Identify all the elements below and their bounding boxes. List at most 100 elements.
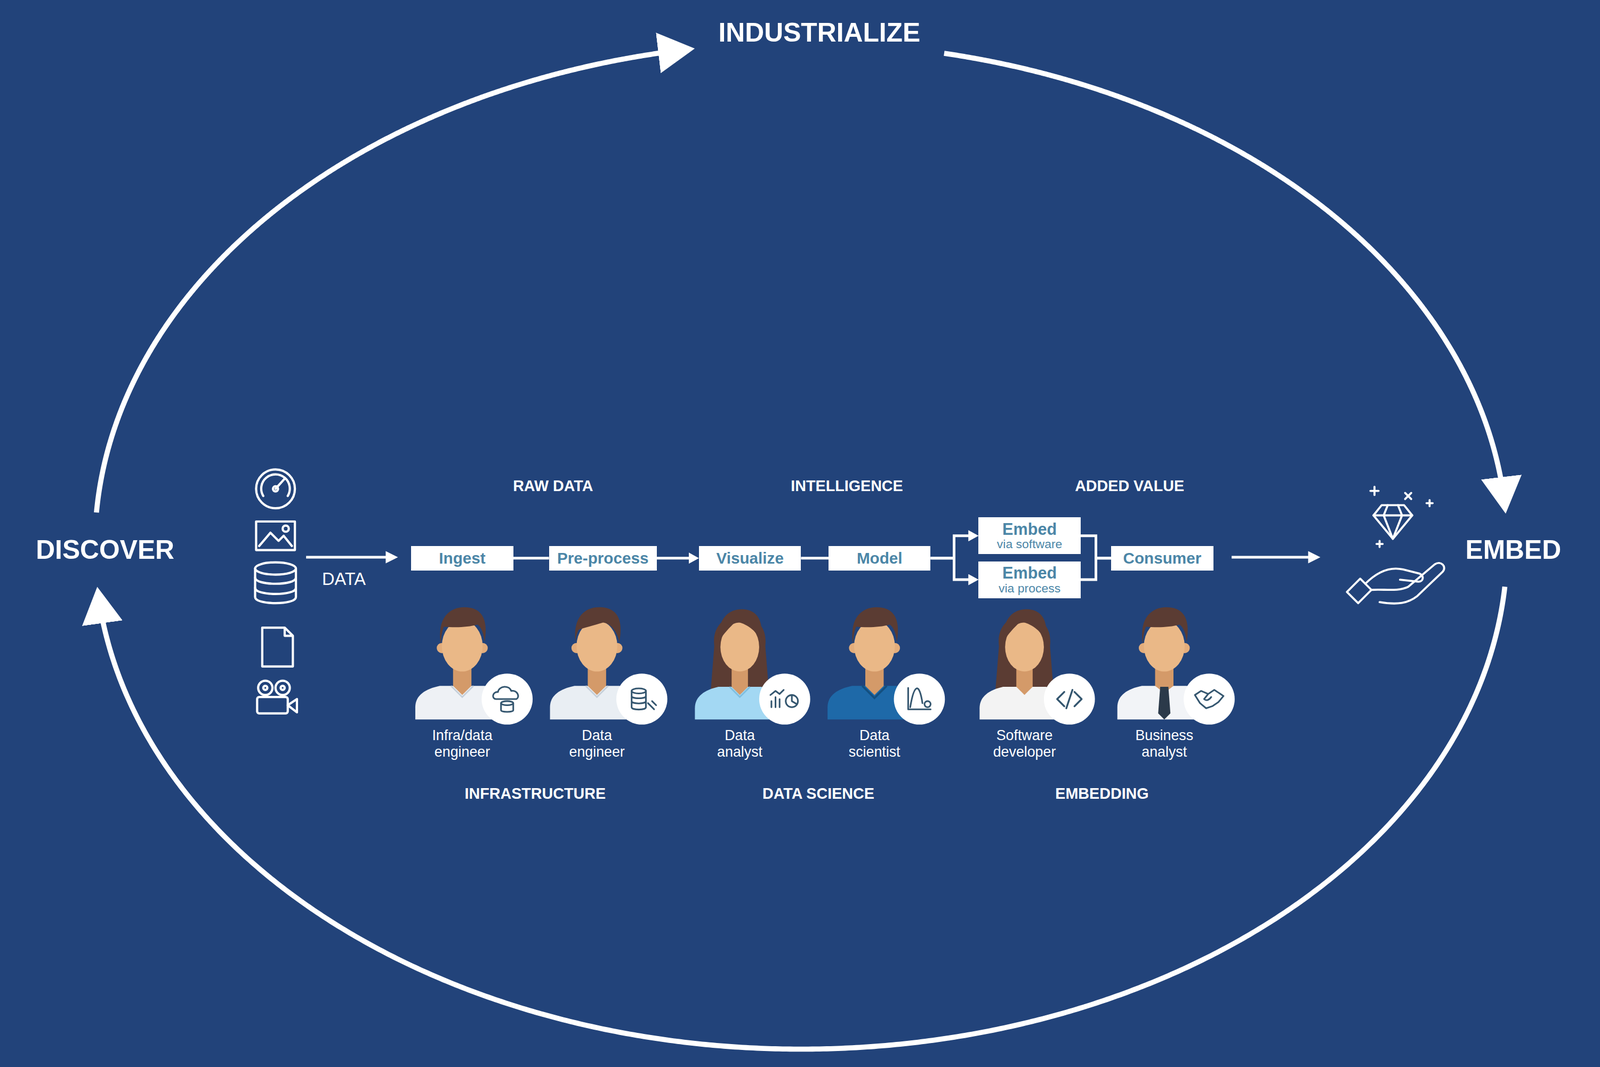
value-hand-icon [1346,486,1444,604]
chevron-label: RAW DATA [512,477,593,495]
flow-connector [513,556,550,560]
person-figure [631,688,647,694]
person-figure [924,701,931,707]
label-holder: DATA [322,569,366,590]
role-figure: Infra/data engineer [400,605,524,761]
process-box: Ingest [411,545,513,571]
role-name: Software developer [990,727,1059,761]
factory [273,101,1340,857]
person-figure [759,673,811,725]
flow-connector [930,535,974,559]
person-figure [1142,607,1188,645]
chevron-label: INTELLIGENCE [790,477,903,495]
person-figure [907,687,931,710]
cycle-arrow [96,50,677,513]
person-figure [647,701,656,710]
data-source-icons [287,698,297,713]
chevron-label: ADDED VALUE [1074,477,1185,495]
cycle-phase: INDUSTRIALIZE [718,18,921,47]
person-figure [493,686,519,699]
cycle-phase: DISCOVER [35,535,175,564]
data-source-icons [256,696,288,714]
role-name: Infra/data engineer [428,727,497,761]
person-figure [575,607,621,642]
process-box: Model [828,545,931,571]
role-name: Data scientist [840,727,909,761]
cycle-arrow [99,586,1505,1049]
process-name: Embed [1002,564,1057,582]
role-figure: Data engineer [535,605,659,761]
section-panel: INFRASTRUCTURE Ingest Pre-processInfra/dat… [394,504,677,815]
data-source-icons [272,486,279,492]
process-box: Embedvia software [978,517,1081,554]
flow-connector [930,558,974,580]
phase-name: INDUSTRIALIZE [718,18,921,47]
person-figure [852,607,899,645]
value-hand-icon [1373,504,1413,539]
role-figure: Data scientist [813,605,936,761]
person-figure [550,607,668,725]
value-hand-icon [1426,500,1433,506]
person-figure [616,673,668,725]
process-box: Embedvia process [978,561,1081,599]
person-figure [894,673,946,725]
person-figure [979,609,1095,725]
flow-connector [1080,535,1112,559]
person-figure [718,609,762,642]
data-source-icons [262,627,293,667]
section-title: DATA SCIENCE [762,785,875,803]
process-box: Visualize [698,545,801,571]
person-figure [1043,673,1096,725]
person-figure [854,620,896,672]
person-figure [862,685,887,698]
flow-connector [800,556,829,560]
flow-label: DATA [322,569,366,590]
data-source-icons [254,577,296,594]
value-hand-icon [1371,563,1444,604]
person-figure [493,686,519,712]
process-name: Pre-process [557,549,649,568]
person-figure [1057,689,1082,709]
person-figure [1158,686,1171,720]
data-source-icons [282,525,289,532]
person-figure [1117,607,1235,725]
person-figure [694,609,810,725]
stage-chevron: ADDED VALUE [978,467,1281,506]
illustration [254,469,1444,725]
person-figure [785,694,799,707]
phase-name: DISCOVER [35,535,175,564]
process-name: Visualize [716,549,784,568]
section-title: INFRASTRUCTURE [464,785,607,803]
cycle-phase: EMBED [1465,535,1562,564]
flow-connector [1080,558,1112,580]
output-arrow [1231,556,1310,559]
data-source-icons [259,532,292,546]
process-box: Consumer [1111,545,1213,571]
person-figure [910,688,923,707]
person-figure [907,687,931,710]
stage-chevron: INTELLIGENCE [694,467,999,506]
person-figure [1183,673,1235,725]
person-figure [1194,689,1224,709]
phase-name: EMBED [1465,535,1562,564]
data-input-arrow [385,551,398,564]
person-figure [1143,620,1185,672]
person-figure [451,685,474,697]
person-figure [481,673,533,725]
data-source-icons [280,685,285,690]
value-hand-icon [1376,540,1383,547]
data-source-icons [254,568,296,603]
role-figure: Data analyst [678,605,802,761]
person-figure [501,701,514,706]
person-figure [501,703,514,712]
value-hand-icon [1373,504,1413,539]
role-name: Business analyst [1130,727,1199,761]
person-figure [827,607,945,725]
stage-chevron: RAW DATA [411,467,715,506]
output-arrow [1308,551,1321,564]
